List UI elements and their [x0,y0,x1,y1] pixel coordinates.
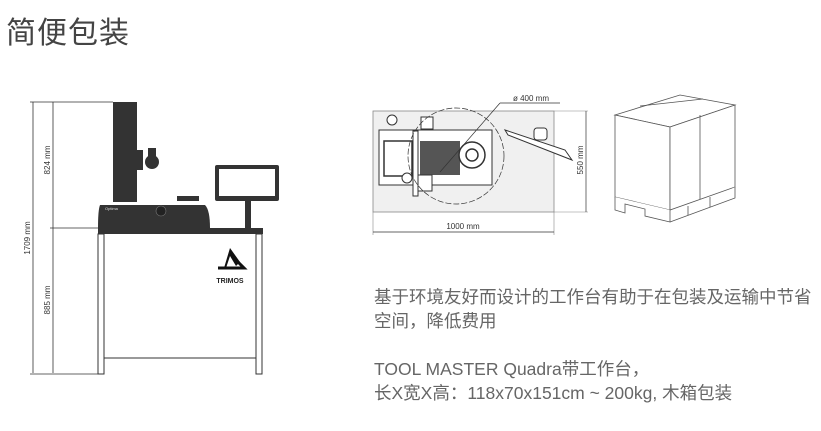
description-line-1: 基于环境友好而设计的工作台有助于在包装及运输中节省空间，降低费用 [374,287,812,331]
description-text: 基于环境友好而设计的工作台有助于在包装及运输中节省空间，降低费用 TOOL MA… [374,285,819,405]
depth-label: 550 mm [576,145,585,174]
upper-height-label: 824 mm [43,145,52,174]
shipping-crate-drawing [613,94,737,223]
description-line-2a: TOOL MASTER Quadra带工作台， [374,359,650,379]
total-height-label: 1709 mm [23,221,32,255]
width-label: 1000 mm [446,222,480,231]
description-line-2b: 长X宽X高：118x70x151cm ~ 200kg, 木箱包装 [374,383,733,403]
page-title: 简便包装 [6,17,130,50]
lower-height-label: 885 mm [43,285,52,314]
brand-logo-text: TRIMOS [216,278,244,285]
model-label: Optima [105,206,119,211]
diameter-label: ø 400 mm [513,94,549,103]
top-view-drawing: ø 400 mm 1000 mm 550 mm [372,94,588,235]
front-view-drawing: 1709 mm 824 mm 885 mm Optima TRIMOS [23,101,279,375]
